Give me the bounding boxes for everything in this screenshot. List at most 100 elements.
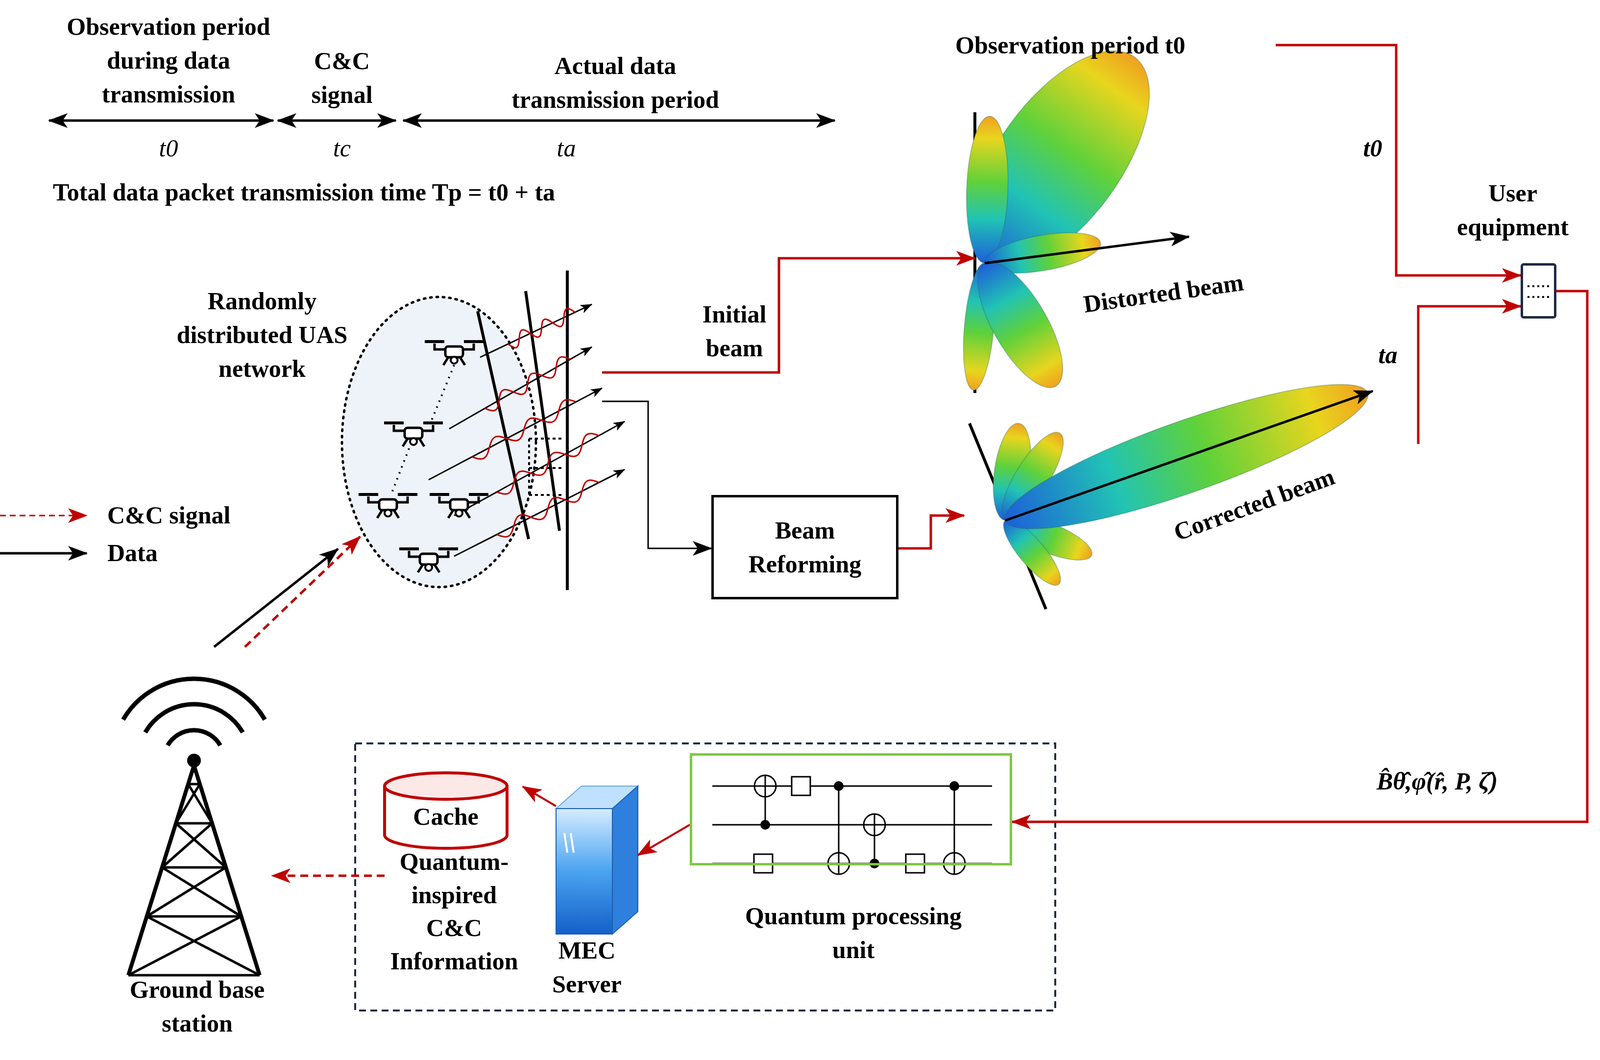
cache-top <box>384 772 508 800</box>
connector <box>602 401 712 549</box>
drone-icon <box>399 548 459 573</box>
array-line <box>477 311 529 539</box>
drone-arm <box>409 550 420 557</box>
array-line <box>565 270 569 590</box>
drone-rotor <box>429 492 450 496</box>
connector <box>214 548 339 647</box>
radiation-lobe <box>964 115 1011 265</box>
node-label: Quantum processing unit <box>730 898 976 967</box>
device-detail <box>1527 285 1551 288</box>
legend-line <box>0 535 98 571</box>
drone-rotor <box>468 492 489 496</box>
legend-text: Data <box>107 535 158 570</box>
server-front <box>556 808 613 934</box>
drone-camera <box>410 437 417 445</box>
connector <box>244 536 361 647</box>
legend-line-sample <box>0 552 87 555</box>
beam-arrow <box>454 469 625 557</box>
legend-item: Data <box>0 535 294 571</box>
drone-arm <box>462 343 474 350</box>
signal-wave <box>496 480 600 537</box>
time-symbol: tc <box>317 131 367 166</box>
signal-arcs <box>122 678 265 746</box>
time-symbol: t0 <box>1348 131 1398 166</box>
drone-leg <box>402 438 408 447</box>
beam-arrow <box>480 304 592 358</box>
control-dot <box>949 780 960 791</box>
tower-brace <box>175 783 200 824</box>
annotation: C&C signal <box>292 44 391 112</box>
connector <box>1012 290 1588 822</box>
annotation: Observation period during data transmiss… <box>46 9 291 112</box>
server-slot <box>564 832 568 853</box>
array-bracket <box>528 438 531 495</box>
control-dot <box>833 780 844 791</box>
drone-rotor <box>424 339 445 343</box>
beam-arrow <box>449 346 592 429</box>
control-dot <box>760 819 771 830</box>
radiation-lobe <box>993 359 1380 555</box>
drone-icon <box>429 494 489 518</box>
drone-arm <box>422 424 434 431</box>
annotation: Actual data transmission period <box>487 48 743 117</box>
connector <box>602 258 975 373</box>
array-bracket <box>529 493 564 496</box>
timeline-arrow <box>403 119 835 122</box>
timeline-arrow <box>48 119 274 122</box>
network-region <box>341 296 536 587</box>
drone-rotor <box>463 339 484 343</box>
target-gate-cross <box>873 813 876 836</box>
beam-arrow <box>428 387 603 480</box>
base-station: Ground base station <box>122 646 272 1039</box>
drone-rotor <box>397 492 418 496</box>
drone-arm <box>437 550 449 557</box>
annotation: Total data packet transmission time Tp =… <box>52 175 556 210</box>
network-link <box>391 448 410 493</box>
drone-leg <box>443 357 449 365</box>
observation-line <box>1275 45 1521 276</box>
gate-link <box>953 785 956 864</box>
tower-brace <box>175 823 226 868</box>
drone-leg <box>393 509 399 518</box>
connector <box>271 874 385 877</box>
drone-body <box>404 427 423 439</box>
drone-icon <box>384 422 443 447</box>
network-region-box: Randomly distributed UAS network <box>341 269 603 593</box>
device-detail <box>1527 295 1551 298</box>
tower-leg <box>128 765 194 975</box>
timeline-arrow <box>277 119 396 122</box>
drone-camera <box>455 509 463 517</box>
drone-leg <box>434 564 440 573</box>
drone-icon <box>424 341 484 365</box>
drone-body <box>450 499 468 510</box>
legend-text: C&C signal <box>107 498 231 533</box>
time-symbol: t0 <box>144 131 194 166</box>
drone-rotor <box>358 492 379 496</box>
connector-label: B̂θ̂,φ̂(r̂, P, ζ̂) <box>1376 764 1498 799</box>
drone-arm <box>434 343 446 350</box>
tower-antenna <box>187 753 201 768</box>
connector-label: ta <box>1363 338 1413 372</box>
node-caption: Quantum-inspired C&C Information <box>385 845 523 978</box>
tower-brace <box>146 867 227 917</box>
tower-brace <box>146 916 260 975</box>
node-label: Cache <box>384 799 508 834</box>
drone-leg <box>417 564 423 573</box>
drone-rotor <box>384 421 404 425</box>
connector <box>1418 306 1521 444</box>
drone-leg <box>377 509 383 518</box>
drone-leg <box>464 509 470 518</box>
signal-wave <box>508 308 576 348</box>
signal-wave <box>472 399 577 460</box>
beam-arrow <box>454 421 625 516</box>
drone-body <box>445 346 463 358</box>
tower-leg <box>193 765 260 975</box>
connector <box>898 515 965 549</box>
connector <box>522 786 557 806</box>
legend-item: C&C signal <box>0 498 294 533</box>
tower-brace <box>146 915 242 918</box>
server-icon: MEC Server <box>556 785 638 934</box>
drone-leg <box>460 357 465 365</box>
beam-direction <box>1005 390 1373 521</box>
drone-camera <box>425 563 433 571</box>
